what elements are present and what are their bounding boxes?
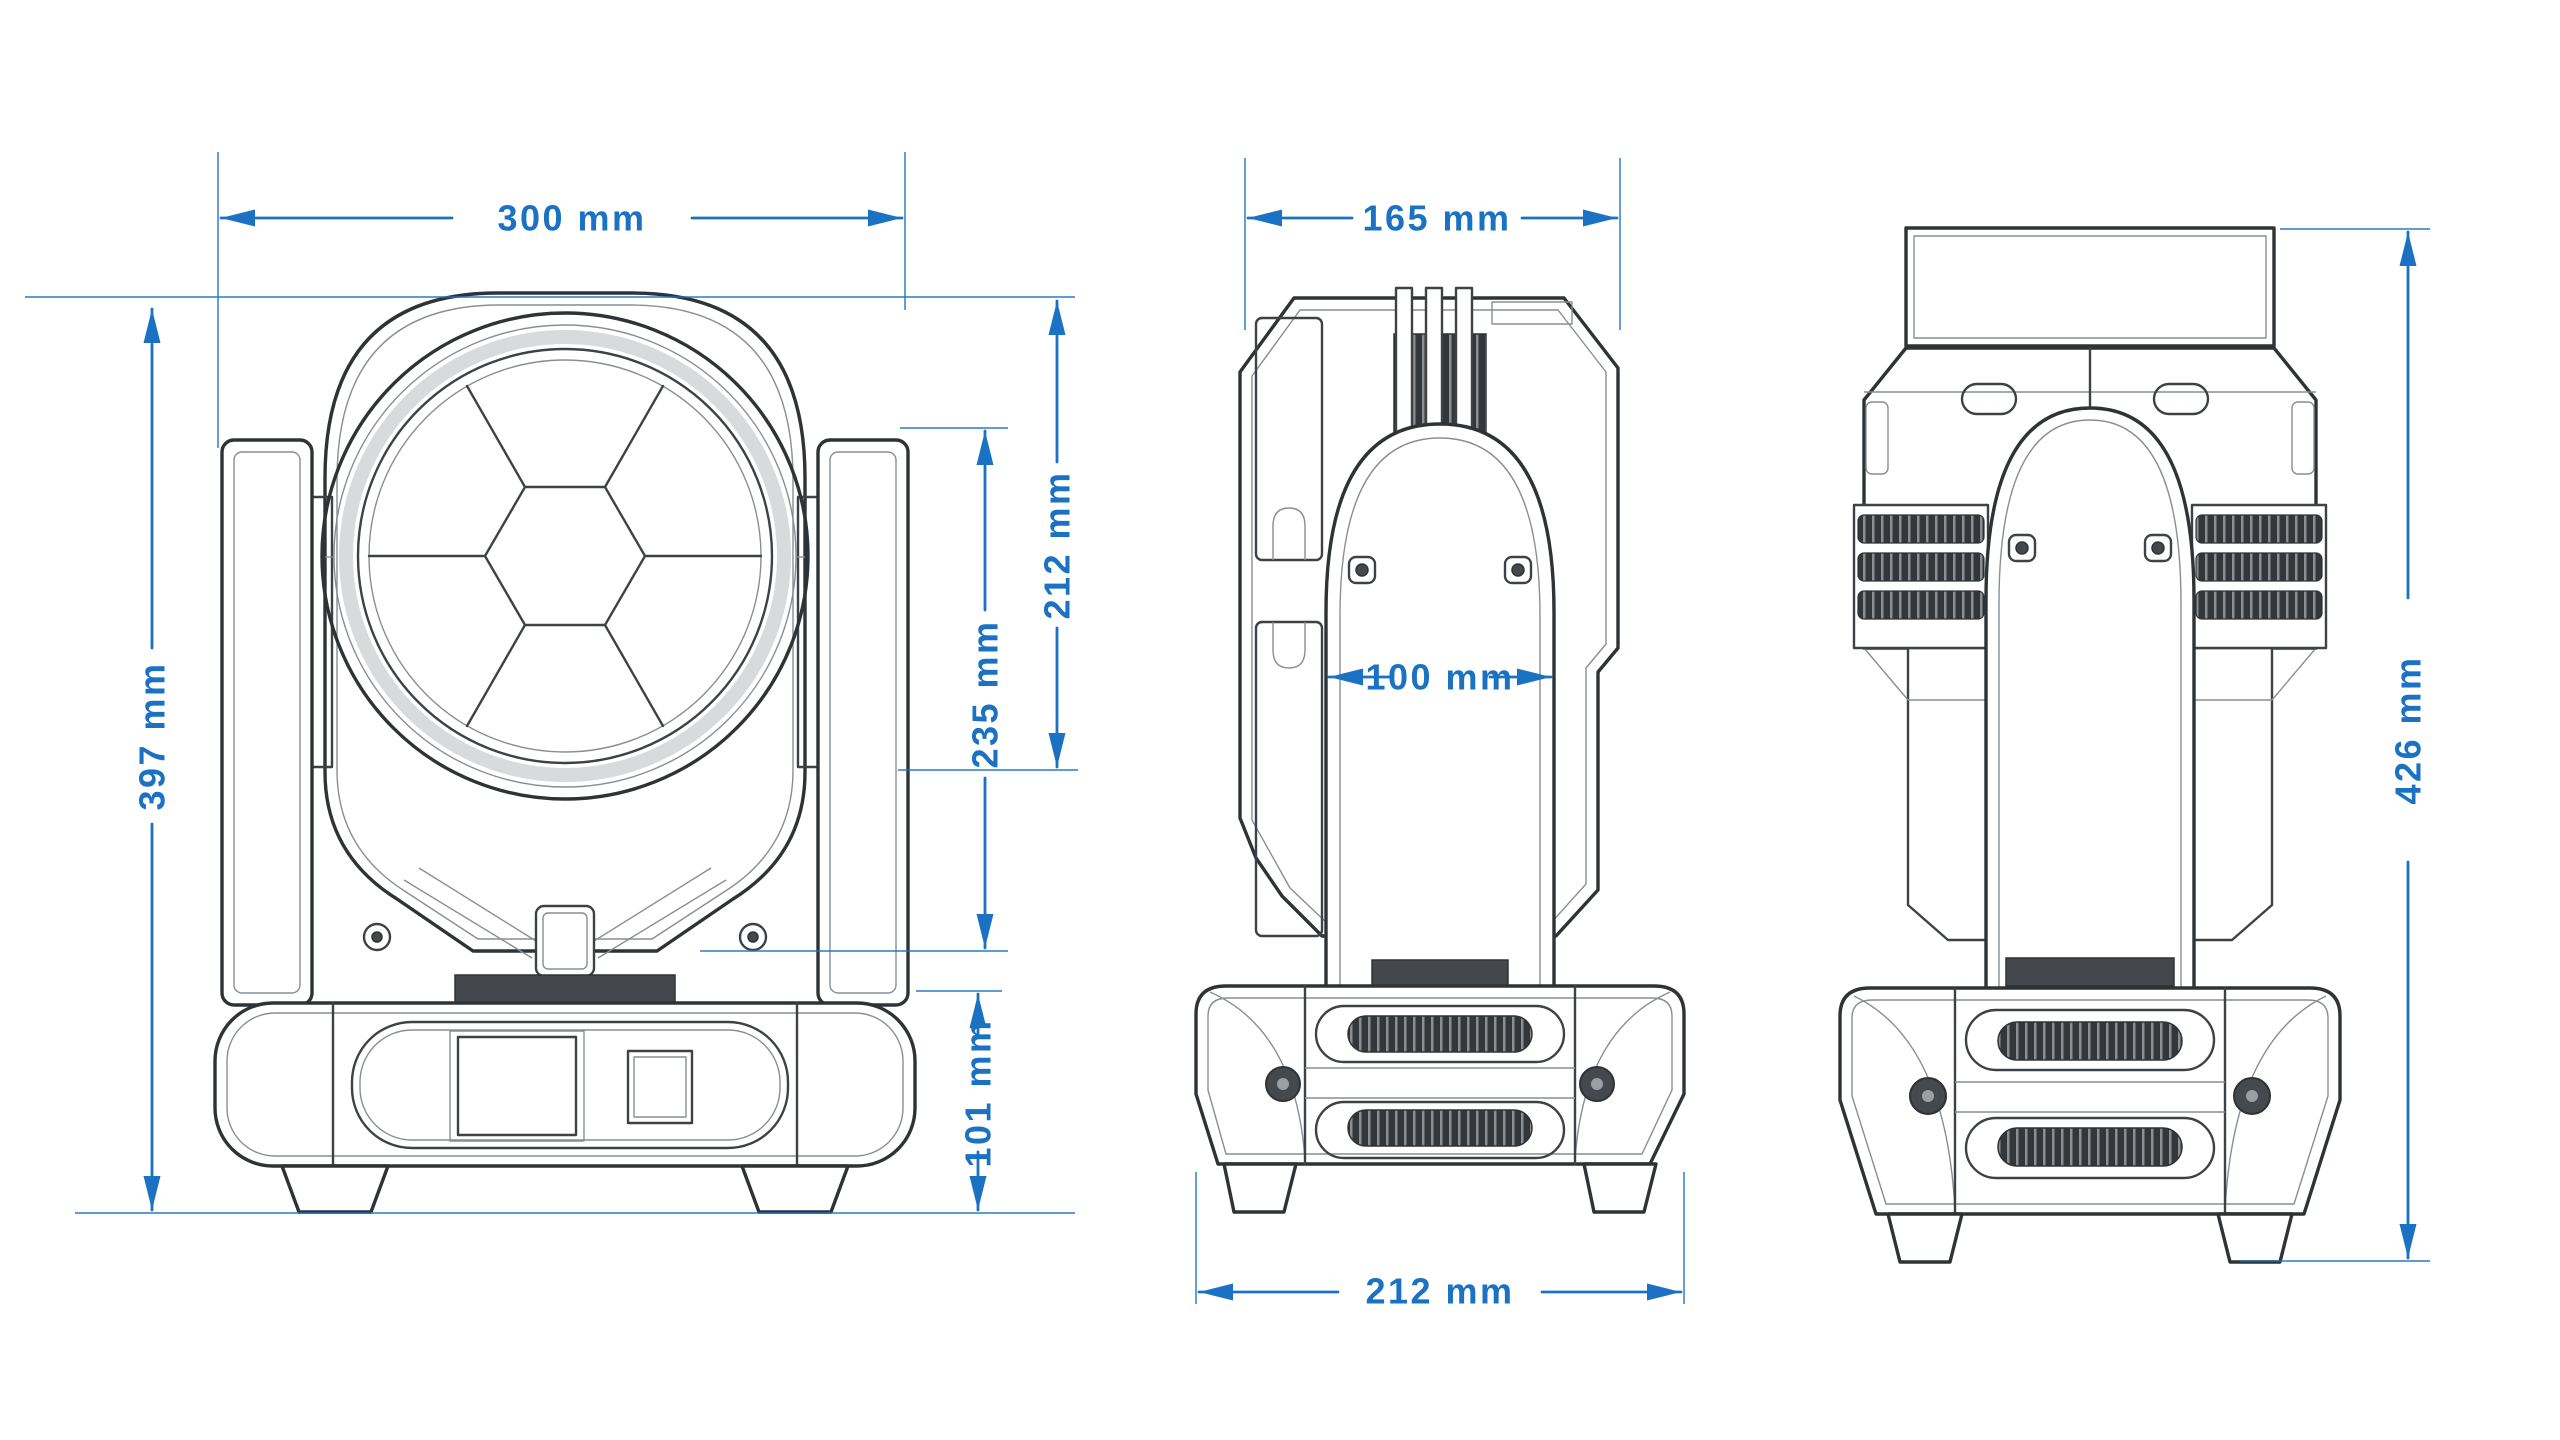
button-panel xyxy=(626,1049,694,1125)
front-foot-left xyxy=(280,1164,390,1214)
dimension-label: 397 mm xyxy=(132,661,173,810)
display-screen xyxy=(456,1035,578,1137)
rear-knob-left xyxy=(1909,1077,1947,1115)
front-head-screw-right xyxy=(738,922,768,952)
rear-view xyxy=(1838,226,2342,1264)
rear-arm-screw-left xyxy=(2007,533,2037,563)
side-top-recess xyxy=(1491,301,1573,325)
honeycomb-lens-pattern xyxy=(367,384,763,728)
rear-yoke-arm xyxy=(1984,406,2196,990)
dim-side-head-depth: 165 mm xyxy=(1244,158,1621,330)
dimension-label: 235 mm xyxy=(965,619,1006,768)
rear-pivot-bar xyxy=(2005,957,2175,987)
side-knob-left xyxy=(1265,1066,1301,1102)
dim-rear-overall-height: 426 mm xyxy=(2240,228,2430,1262)
rear-handle-bottom xyxy=(1997,1127,2183,1167)
rear-foot-left xyxy=(1886,1212,1964,1264)
side-handle-top xyxy=(1347,1015,1533,1053)
dimension-label: 212 mm xyxy=(1037,470,1078,619)
dimension-label: 100 mm xyxy=(1365,657,1514,698)
dim-front-overall-width: 300 mm xyxy=(217,152,906,448)
side-handle-bottom xyxy=(1347,1109,1533,1147)
rear-vent-grille-left xyxy=(1852,503,1990,650)
front-yoke-arm-left xyxy=(220,438,334,1007)
dimensions: 300 mm 397 mm 212 mm 235 mm xyxy=(25,152,2430,1312)
side-view xyxy=(1194,286,1686,1214)
front-pivot-bar xyxy=(454,974,676,1004)
dimension-label: 165 mm xyxy=(1362,198,1511,239)
dim-side-arm-width: 100 mm xyxy=(1327,657,1553,698)
side-base xyxy=(1194,984,1686,1166)
rear-foot-right xyxy=(2216,1212,2294,1264)
side-yoke-arm xyxy=(1324,422,1556,988)
front-base xyxy=(213,1001,917,1168)
dim-front-overall-height: 397 mm xyxy=(25,296,1075,1214)
rear-grip-slot-right xyxy=(2152,382,2210,416)
front-foot-right xyxy=(740,1164,850,1214)
front-panel xyxy=(350,1020,790,1150)
dimension-label: 300 mm xyxy=(497,198,646,239)
front-head-bottom-details xyxy=(362,867,768,1004)
side-pivot-bar xyxy=(1371,959,1509,987)
front-sensor-window xyxy=(534,904,596,978)
dim-front-head-height: 212 mm xyxy=(898,299,1078,771)
rear-latch-right xyxy=(2291,401,2315,475)
rear-handle-top xyxy=(1997,1021,2183,1061)
side-foot-left xyxy=(1222,1162,1298,1214)
front-view xyxy=(213,291,917,1214)
dimension-label: 101 mm xyxy=(958,1018,999,1167)
side-arm-screw-right xyxy=(1503,555,1533,585)
front-head-screw-left xyxy=(362,922,392,952)
rear-knob-right xyxy=(2233,1077,2271,1115)
side-cover-plate-upper xyxy=(1254,316,1324,562)
side-knob-right xyxy=(1579,1066,1615,1102)
front-lens xyxy=(320,311,810,801)
side-cover-plate-lower xyxy=(1254,620,1324,938)
dimension-label: 426 mm xyxy=(2388,655,2429,804)
rear-lens-hood xyxy=(1904,226,2276,348)
front-head xyxy=(323,291,807,953)
dim-side-base-depth: 212 mm xyxy=(1195,1172,1685,1312)
rear-vent-grille-right xyxy=(2190,503,2328,650)
side-arm-screw-left xyxy=(1347,555,1377,585)
dim-front-base-height: 101 mm xyxy=(916,990,1002,1212)
rear-arm-screw-right xyxy=(2143,533,2173,563)
rear-latch-left xyxy=(1865,401,1889,475)
rear-grip-slot-left xyxy=(1960,382,2018,416)
dimension-label: 212 mm xyxy=(1365,1271,1514,1312)
rear-base xyxy=(1838,986,2342,1216)
front-yoke-arm-right xyxy=(796,438,910,1007)
dim-front-head-span: 235 mm xyxy=(700,427,1008,952)
side-foot-right xyxy=(1582,1162,1658,1214)
